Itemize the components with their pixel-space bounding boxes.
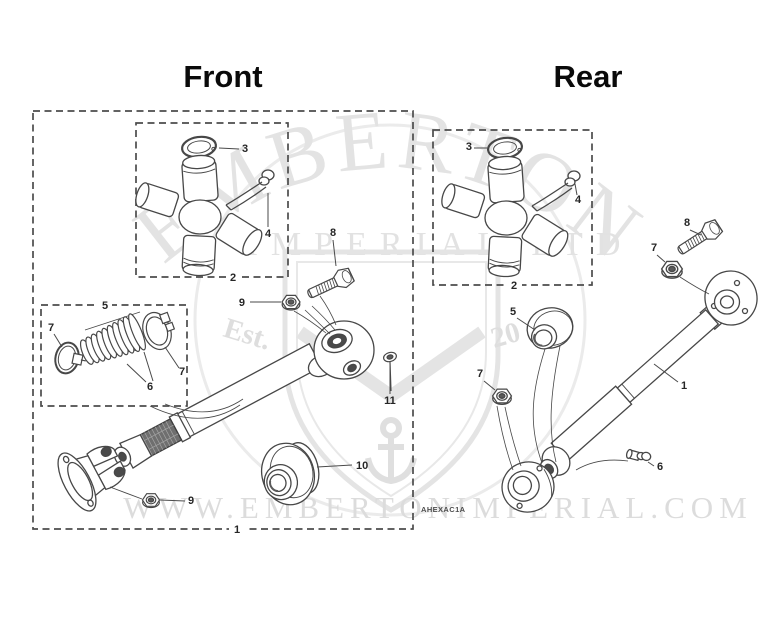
front-shaft-upper-yoke <box>304 305 375 380</box>
rear-upper-flange <box>704 270 758 326</box>
callout-front-nut-upper: 9 <box>239 297 245 309</box>
callout-front-clamp-b: 7 <box>179 366 185 378</box>
callout-rear-circlip: 3 <box>466 141 472 153</box>
front-flange-bolt <box>303 265 356 304</box>
callout-front-uj-kit: 2 <box>230 272 236 284</box>
watermark-year-text: 20 <box>487 316 524 355</box>
anchor-icon <box>365 417 417 485</box>
leader-lines <box>53 147 702 502</box>
rear-flange-nut-upper <box>660 260 684 279</box>
callout-front-retainer: 11 <box>384 395 396 407</box>
rear-flange-bolt <box>673 217 725 260</box>
callout-front-gaiter: 6 <box>147 381 153 393</box>
callout-rear-uj-kit: 2 <box>511 280 517 292</box>
front-propshaft-drawing <box>57 305 375 512</box>
rear-flange-nut-lower <box>491 388 513 406</box>
callout-rear-grease-point: 6 <box>657 461 663 473</box>
front-flange-nut-upper <box>281 294 301 311</box>
front-assembly-box <box>32 110 414 530</box>
callout-front-bolt: 8 <box>330 227 336 239</box>
callout-front-clamp-a: 7 <box>48 322 54 334</box>
callout-rear-bush: 5 <box>510 306 516 318</box>
callout-labels: 1 2 3 4 5 6 7 7 8 9 9 10 11 1 2 3 4 5 6 … <box>48 141 690 536</box>
gaiter-clamp <box>54 341 86 375</box>
rear-propshaft-drawing <box>496 270 758 513</box>
front-gaiter-kit <box>54 311 176 375</box>
rear-heading: Rear <box>553 59 623 94</box>
callout-front-coupling: 10 <box>356 460 368 472</box>
callout-rear-bolt: 8 <box>684 217 690 229</box>
callout-rear-nut-lower: 7 <box>477 368 483 380</box>
callout-rear-propshaft: 1 <box>681 380 687 392</box>
watermark-url-text: WWW.EMBERTONIMPERIAL.COM <box>123 490 753 525</box>
watermark-est-text: Est. <box>220 312 275 357</box>
callout-front-circlip: 3 <box>242 143 248 155</box>
diagram-reference-code: AHEXAC1A <box>421 505 466 514</box>
callout-front-gaiter-kit: 5 <box>102 300 108 312</box>
callout-rear-grease-nipple: 4 <box>575 194 582 206</box>
front-heading: Front <box>183 59 263 94</box>
callout-front-nut-lower: 9 <box>188 495 194 507</box>
callout-front-grease-nipple: 4 <box>265 228 272 240</box>
front-rubber-coupling <box>260 442 320 506</box>
gaiter-collar <box>142 311 176 351</box>
rear-grease-point <box>625 448 652 462</box>
callout-rear-nut-upper: 7 <box>651 242 657 254</box>
front-gaiter-kit-box <box>40 304 188 407</box>
rear-mounting-bush <box>526 307 574 350</box>
watermark-mid-text: IMPERIAL LTD <box>247 226 634 263</box>
front-flange-nut-lower <box>141 493 161 509</box>
callout-front-propshaft: 1 <box>234 524 240 536</box>
rear-lower-flange <box>501 461 555 513</box>
gaiter-bellows <box>79 313 146 365</box>
